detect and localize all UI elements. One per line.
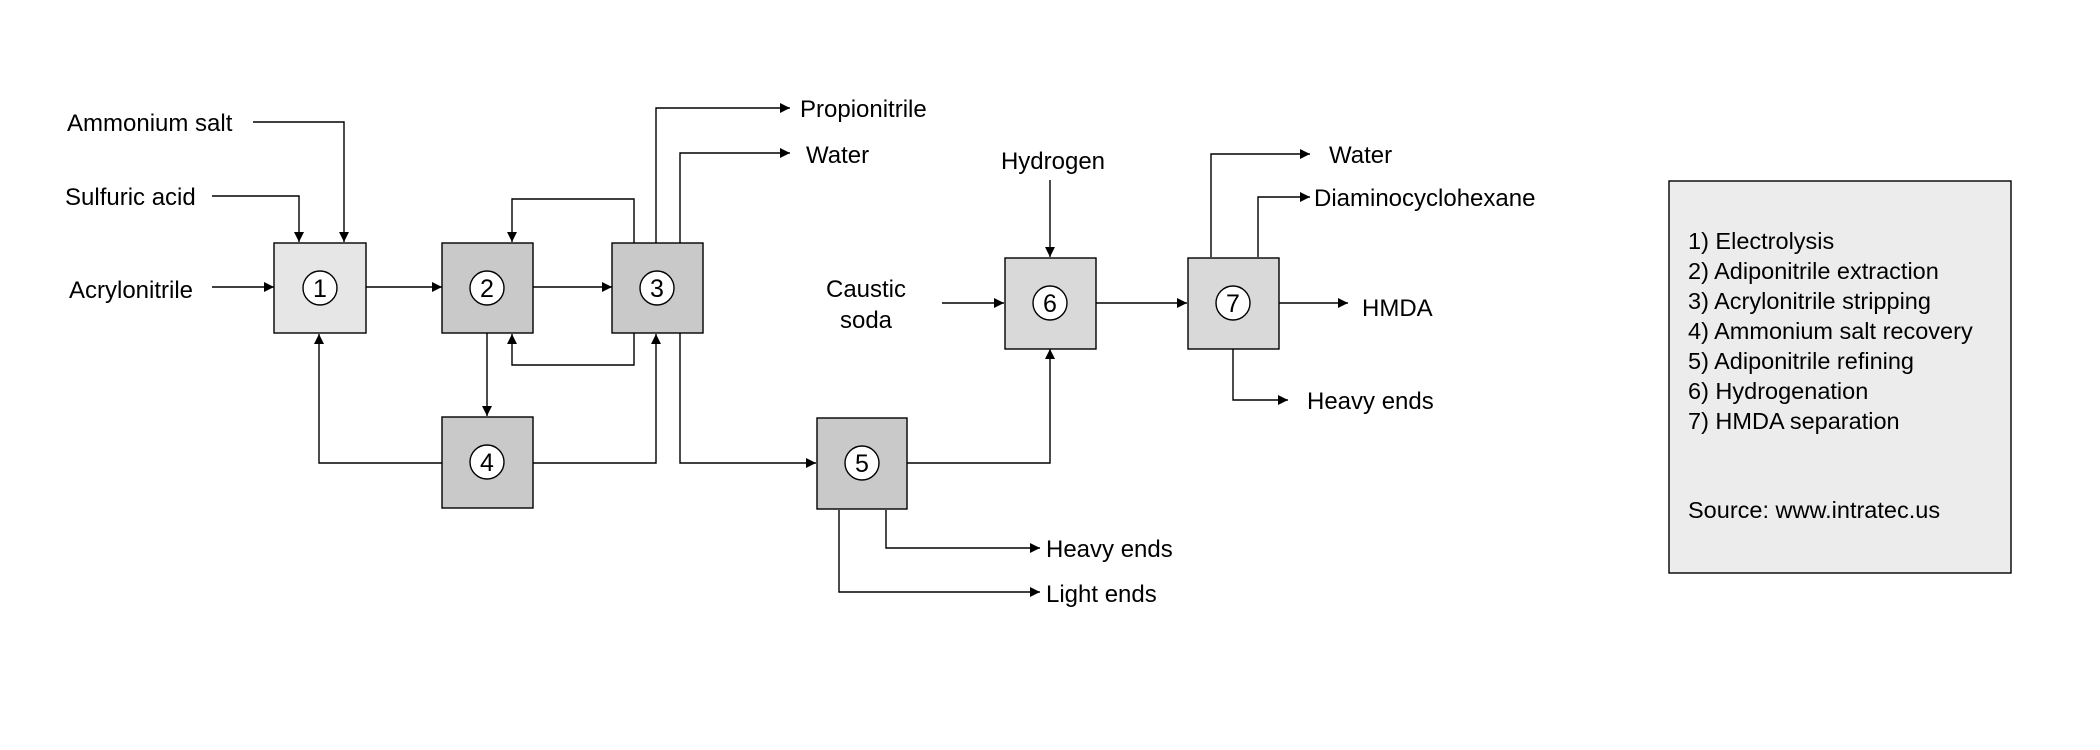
unit-4-number: 4 — [480, 449, 494, 477]
flow-3-to-propionitrile — [655, 103, 790, 243]
legend-item-2: 2) Adiponitrile extraction — [1688, 258, 1939, 284]
unit-5-number: 5 — [855, 450, 869, 478]
unit-1: 1 — [273, 242, 367, 334]
unit-3: 3 — [611, 242, 704, 334]
legend-item-3: 3) Acrylonitrile stripping — [1688, 288, 1931, 314]
unit-5-number-circle — [844, 445, 880, 481]
flow-7-to-water — [1210, 149, 1310, 257]
flow-5-to-heavy-ends — [885, 510, 1040, 553]
unit-2: 2 — [441, 242, 534, 334]
flow-3-top-recycle-to-2 — [507, 198, 635, 243]
legend-item-5: 5) Adiponitrile refining — [1688, 348, 1914, 374]
legend-item-1: 1) Electrolysis — [1688, 228, 1834, 254]
unit-4-number-circle — [469, 444, 505, 480]
flow-sulfuric-acid-to-1 — [212, 195, 304, 242]
label-propionitrile: Propionitrile — [800, 96, 927, 123]
unit-6: 6 — [1004, 257, 1097, 350]
unit-4: 4 — [441, 416, 534, 509]
unit-3-number-circle — [639, 270, 675, 306]
legend-item-4: 4) Ammonium salt recovery — [1688, 318, 1973, 344]
flow-3-to-water — [679, 148, 790, 243]
label-hydrogen: Hydrogen — [1001, 148, 1105, 175]
flow-4-to-3 — [533, 334, 661, 464]
label-ammonium-salt: Ammonium salt — [67, 110, 233, 137]
flow-3-to-5 — [679, 333, 816, 468]
label-hmda: HMDA — [1362, 295, 1433, 322]
flow-ammonium-salt-to-1 — [253, 121, 349, 242]
flow-7-to-heavy-ends — [1232, 349, 1288, 405]
label-caustic-line-2: soda — [840, 307, 893, 334]
stream-labels: Ammonium salt Sulfuric acid Acrylonitril… — [65, 96, 1535, 608]
label-caustic-line-1: Caustic — [826, 276, 906, 303]
label-heavy-ends-7: Heavy ends — [1307, 388, 1434, 415]
unit-1-number-circle — [302, 270, 338, 306]
unit-7: 7 — [1187, 257, 1280, 350]
unit-6-number-circle — [1032, 285, 1068, 321]
unit-1-number: 1 — [313, 275, 327, 303]
unit-2-number: 2 — [480, 275, 494, 303]
flow-5-to-6 — [907, 349, 1055, 464]
legend-box: 1) Electrolysis 2) Adiponitrile extracti… — [1668, 180, 2012, 574]
flow-3-bottom-recycle-to-2 — [507, 333, 635, 366]
unit-1-box — [273, 242, 367, 334]
label-light-ends: Light ends — [1046, 581, 1157, 608]
label-heavy-ends-5: Heavy ends — [1046, 536, 1173, 563]
legend-item-6: 6) Hydrogenation — [1688, 378, 1868, 404]
unit-2-number-circle — [469, 270, 505, 306]
label-water-top: Water — [806, 142, 869, 169]
label-acrylonitrile: Acrylonitrile — [69, 277, 193, 304]
unit-5: 5 — [816, 417, 908, 510]
legend-background — [1668, 180, 2012, 574]
legend-item-7: 7) HMDA separation — [1688, 408, 1900, 434]
legend-source: Source: www.intratec.us — [1688, 497, 1940, 523]
unit-7-number-circle — [1215, 285, 1251, 321]
unit-3-number: 3 — [650, 275, 664, 303]
label-water-right: Water — [1329, 142, 1392, 169]
label-diaminocyclohexane: Diaminocyclohexane — [1314, 185, 1535, 212]
unit-6-number: 6 — [1043, 290, 1057, 318]
flow-7-to-diaminocyclohexane — [1257, 192, 1310, 257]
flow-lines — [212, 103, 1348, 597]
flow-5-to-light-ends — [838, 510, 1040, 597]
unit-7-number: 7 — [1226, 290, 1240, 318]
label-sulfuric-acid: Sulfuric acid — [65, 184, 196, 211]
flow-4-to-1 — [314, 334, 442, 464]
